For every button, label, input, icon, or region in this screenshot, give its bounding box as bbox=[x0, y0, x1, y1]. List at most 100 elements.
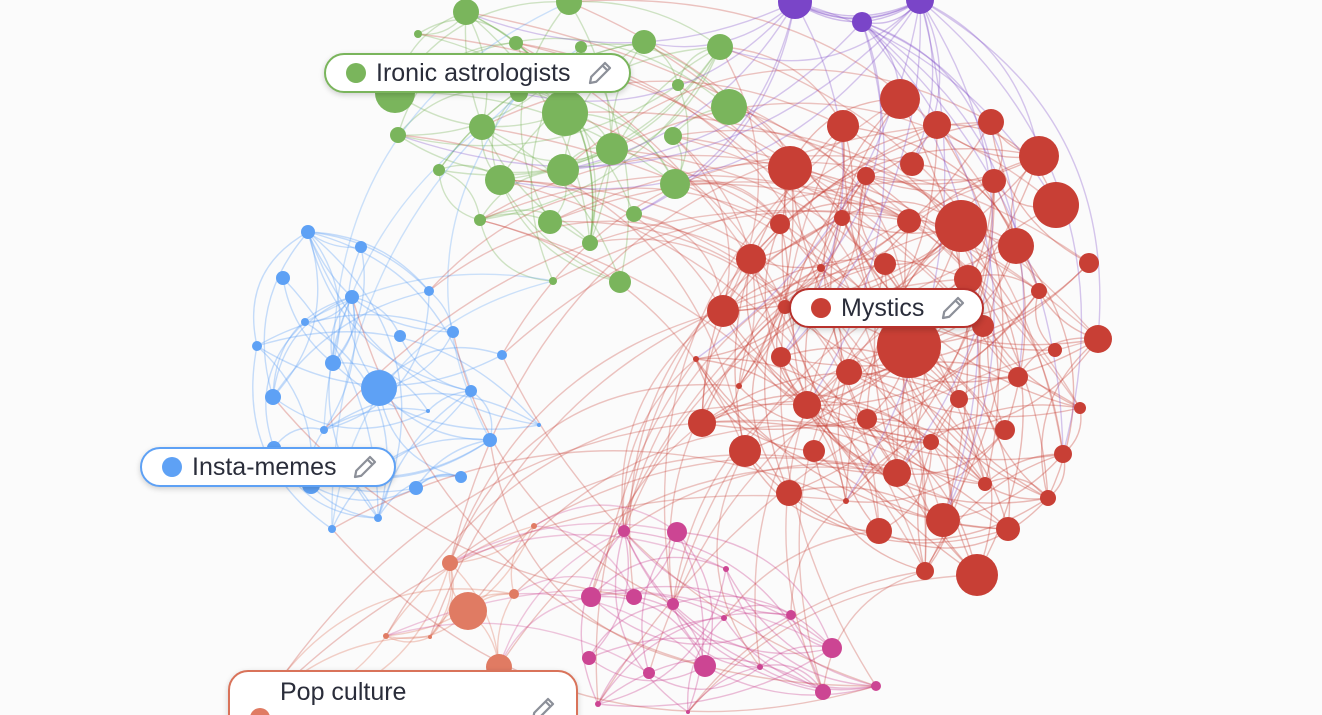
graph-node[interactable] bbox=[469, 114, 495, 140]
graph-node[interactable] bbox=[778, 300, 792, 314]
cluster-label-mystics[interactable]: Mystics bbox=[789, 288, 985, 328]
graph-node[interactable] bbox=[394, 330, 406, 342]
graph-node[interactable] bbox=[643, 667, 655, 679]
graph-node[interactable] bbox=[998, 228, 1034, 264]
graph-node[interactable] bbox=[538, 210, 562, 234]
graph-node[interactable] bbox=[721, 615, 727, 621]
graph-node[interactable] bbox=[950, 390, 968, 408]
graph-node[interactable] bbox=[1054, 445, 1072, 463]
graph-node[interactable] bbox=[883, 459, 911, 487]
graph-node[interactable] bbox=[320, 426, 328, 434]
graph-node[interactable] bbox=[383, 633, 389, 639]
graph-node[interactable] bbox=[880, 79, 920, 119]
graph-node[interactable] bbox=[736, 383, 742, 389]
graph-node[interactable] bbox=[547, 154, 579, 186]
graph-node[interactable] bbox=[793, 391, 821, 419]
pencil-icon[interactable] bbox=[350, 452, 380, 482]
graph-node[interactable] bbox=[1084, 325, 1112, 353]
graph-node[interactable] bbox=[596, 133, 628, 165]
graph-node[interactable] bbox=[265, 389, 281, 405]
graph-node[interactable] bbox=[301, 225, 315, 239]
graph-node[interactable] bbox=[465, 385, 477, 397]
graph-node[interactable] bbox=[954, 265, 982, 293]
graph-node[interactable] bbox=[723, 566, 729, 572]
graph-node[interactable] bbox=[390, 127, 406, 143]
graph-node[interactable] bbox=[916, 562, 934, 580]
graph-node[interactable] bbox=[843, 498, 849, 504]
graph-node[interactable] bbox=[770, 214, 790, 234]
graph-node[interactable] bbox=[900, 152, 924, 176]
graph-node[interactable] bbox=[1048, 343, 1062, 357]
graph-node[interactable] bbox=[301, 318, 309, 326]
cluster-label-ironic-astrologists[interactable]: Ironic astrologists bbox=[324, 53, 631, 93]
graph-node[interactable] bbox=[803, 440, 825, 462]
graph-node[interactable] bbox=[1031, 283, 1047, 299]
graph-node[interactable] bbox=[686, 710, 690, 714]
graph-node[interactable] bbox=[923, 434, 939, 450]
graph-node[interactable] bbox=[542, 90, 588, 136]
graph-node[interactable] bbox=[1074, 402, 1086, 414]
graph-node[interactable] bbox=[626, 206, 642, 222]
graph-node[interactable] bbox=[768, 146, 812, 190]
graph-node[interactable] bbox=[776, 480, 802, 506]
graph-node[interactable] bbox=[978, 109, 1004, 135]
graph-node[interactable] bbox=[667, 522, 687, 542]
graph-node[interactable] bbox=[757, 664, 763, 670]
graph-node[interactable] bbox=[694, 655, 716, 677]
graph-node[interactable] bbox=[424, 286, 434, 296]
graph-node[interactable] bbox=[729, 435, 761, 467]
graph-node[interactable] bbox=[827, 110, 859, 142]
graph-node[interactable] bbox=[771, 347, 791, 367]
graph-node[interactable] bbox=[595, 701, 601, 707]
graph-node[interactable] bbox=[626, 589, 642, 605]
graph-node[interactable] bbox=[995, 420, 1015, 440]
pencil-icon[interactable] bbox=[585, 58, 615, 88]
graph-node[interactable] bbox=[707, 295, 739, 327]
graph-node[interactable] bbox=[866, 518, 892, 544]
graph-node[interactable] bbox=[711, 89, 747, 125]
graph-node[interactable] bbox=[355, 241, 367, 253]
graph-node[interactable] bbox=[982, 169, 1006, 193]
graph-node[interactable] bbox=[871, 681, 881, 691]
graph-node[interactable] bbox=[978, 477, 992, 491]
graph-node[interactable] bbox=[531, 523, 537, 529]
graph-node[interactable] bbox=[857, 167, 875, 185]
graph-node[interactable] bbox=[857, 409, 877, 429]
graph-node[interactable] bbox=[409, 481, 423, 495]
graph-node[interactable] bbox=[778, 0, 812, 19]
graph-node[interactable] bbox=[664, 127, 682, 145]
graph-node[interactable] bbox=[575, 41, 587, 53]
graph-node[interactable] bbox=[509, 589, 519, 599]
graph-node[interactable] bbox=[428, 635, 432, 639]
graph-node[interactable] bbox=[582, 651, 596, 665]
cluster-label-insta-memes[interactable]: Insta-memes bbox=[140, 447, 397, 487]
graph-node[interactable] bbox=[453, 0, 479, 25]
graph-node[interactable] bbox=[786, 610, 796, 620]
graph-node[interactable] bbox=[996, 517, 1020, 541]
graph-node[interactable] bbox=[455, 471, 467, 483]
graph-node[interactable] bbox=[252, 341, 262, 351]
graph-node[interactable] bbox=[581, 587, 601, 607]
graph-node[interactable] bbox=[815, 684, 831, 700]
graph-node[interactable] bbox=[426, 409, 430, 413]
pencil-icon[interactable] bbox=[938, 293, 968, 323]
graph-node[interactable] bbox=[442, 555, 458, 571]
graph-node[interactable] bbox=[693, 356, 699, 362]
graph-node[interactable] bbox=[328, 525, 336, 533]
graph-node[interactable] bbox=[537, 423, 541, 427]
graph-node[interactable] bbox=[632, 30, 656, 54]
graph-node[interactable] bbox=[707, 34, 733, 60]
graph-node[interactable] bbox=[1019, 136, 1059, 176]
graph-node[interactable] bbox=[1040, 490, 1056, 506]
graph-node[interactable] bbox=[361, 370, 397, 406]
graph-node[interactable] bbox=[926, 503, 960, 537]
graph-node[interactable] bbox=[474, 214, 486, 226]
graph-node[interactable] bbox=[556, 0, 582, 15]
graph-node[interactable] bbox=[897, 209, 921, 233]
graph-node[interactable] bbox=[582, 235, 598, 251]
graph-node[interactable] bbox=[660, 169, 690, 199]
graph-node[interactable] bbox=[672, 79, 684, 91]
graph-node[interactable] bbox=[877, 314, 941, 378]
graph-node[interactable] bbox=[874, 253, 896, 275]
